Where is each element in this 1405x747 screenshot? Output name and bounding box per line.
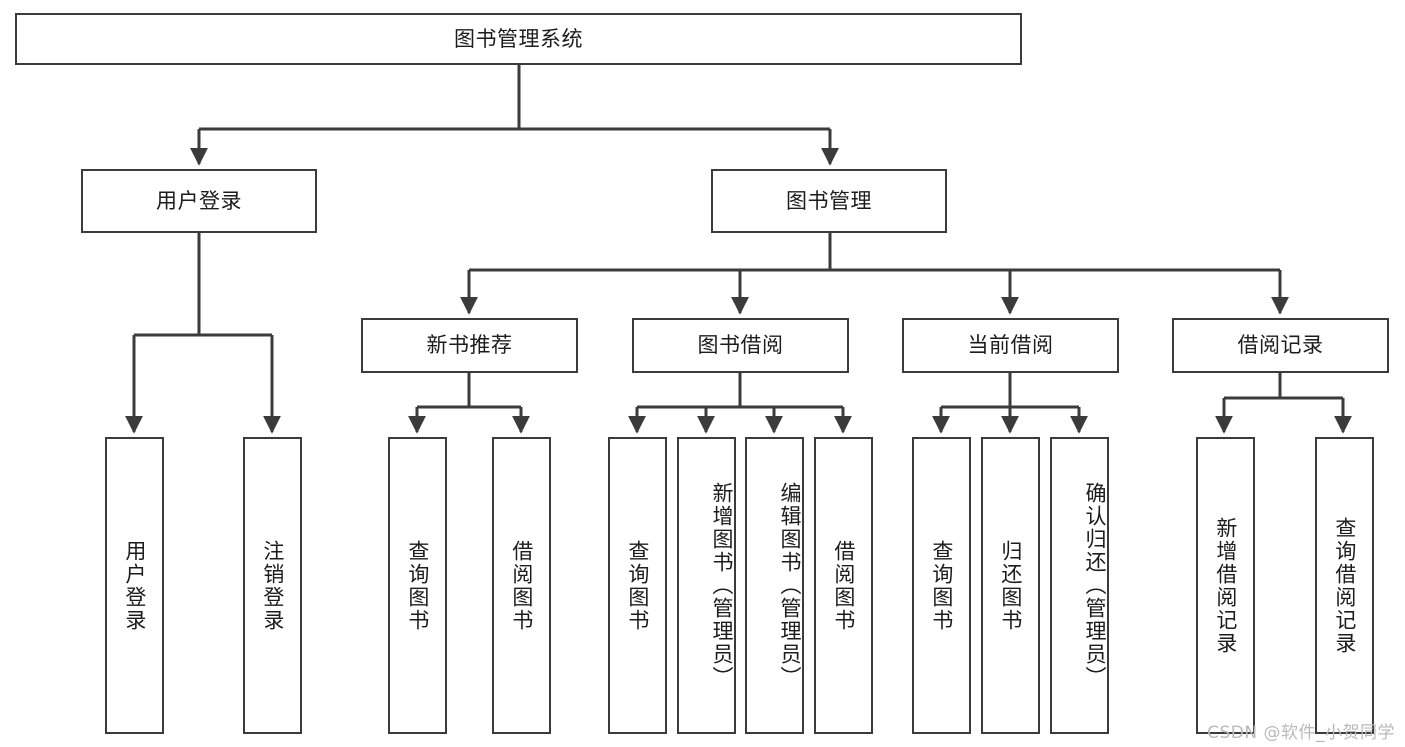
csdn-watermark: CSDN @软件_小贺同学	[1207, 723, 1395, 743]
leaf-add-book-admin[interactable]: 新增图书（管理员）	[677, 437, 736, 734]
leaf-query-book-borrow[interactable]: 查询图书	[608, 437, 667, 734]
leaf-borrow-book-new-recommend[interactable]: 借阅图书	[492, 437, 551, 734]
leaf-confirm-return-admin[interactable]: 确认归还（管理员）	[1050, 437, 1109, 734]
node-borrow-record[interactable]: 借阅记录	[1172, 318, 1389, 373]
node-book-management[interactable]: 图书管理	[711, 169, 947, 233]
node-root-book-management-system[interactable]: 图书管理系统	[15, 13, 1022, 65]
leaf-edit-book-admin[interactable]: 编辑图书（管理员）	[745, 437, 804, 734]
leaf-return-book[interactable]: 归还图书	[981, 437, 1040, 734]
leaf-logout-login[interactable]: 注销登录	[243, 437, 302, 734]
leaf-query-borrow-record[interactable]: 查询借阅记录	[1315, 437, 1374, 734]
leaf-query-book-new-recommend[interactable]: 查询图书	[388, 437, 447, 734]
node-user-login[interactable]: 用户登录	[81, 169, 317, 233]
leaf-user-login[interactable]: 用户登录	[105, 437, 164, 734]
node-new-book-recommend[interactable]: 新书推荐	[361, 318, 578, 373]
leaf-query-book-current[interactable]: 查询图书	[912, 437, 971, 734]
leaf-borrow-book[interactable]: 借阅图书	[814, 437, 873, 734]
node-current-borrow[interactable]: 当前借阅	[902, 318, 1119, 373]
leaf-add-borrow-record[interactable]: 新增借阅记录	[1196, 437, 1255, 734]
node-book-borrow[interactable]: 图书借阅	[632, 318, 849, 373]
